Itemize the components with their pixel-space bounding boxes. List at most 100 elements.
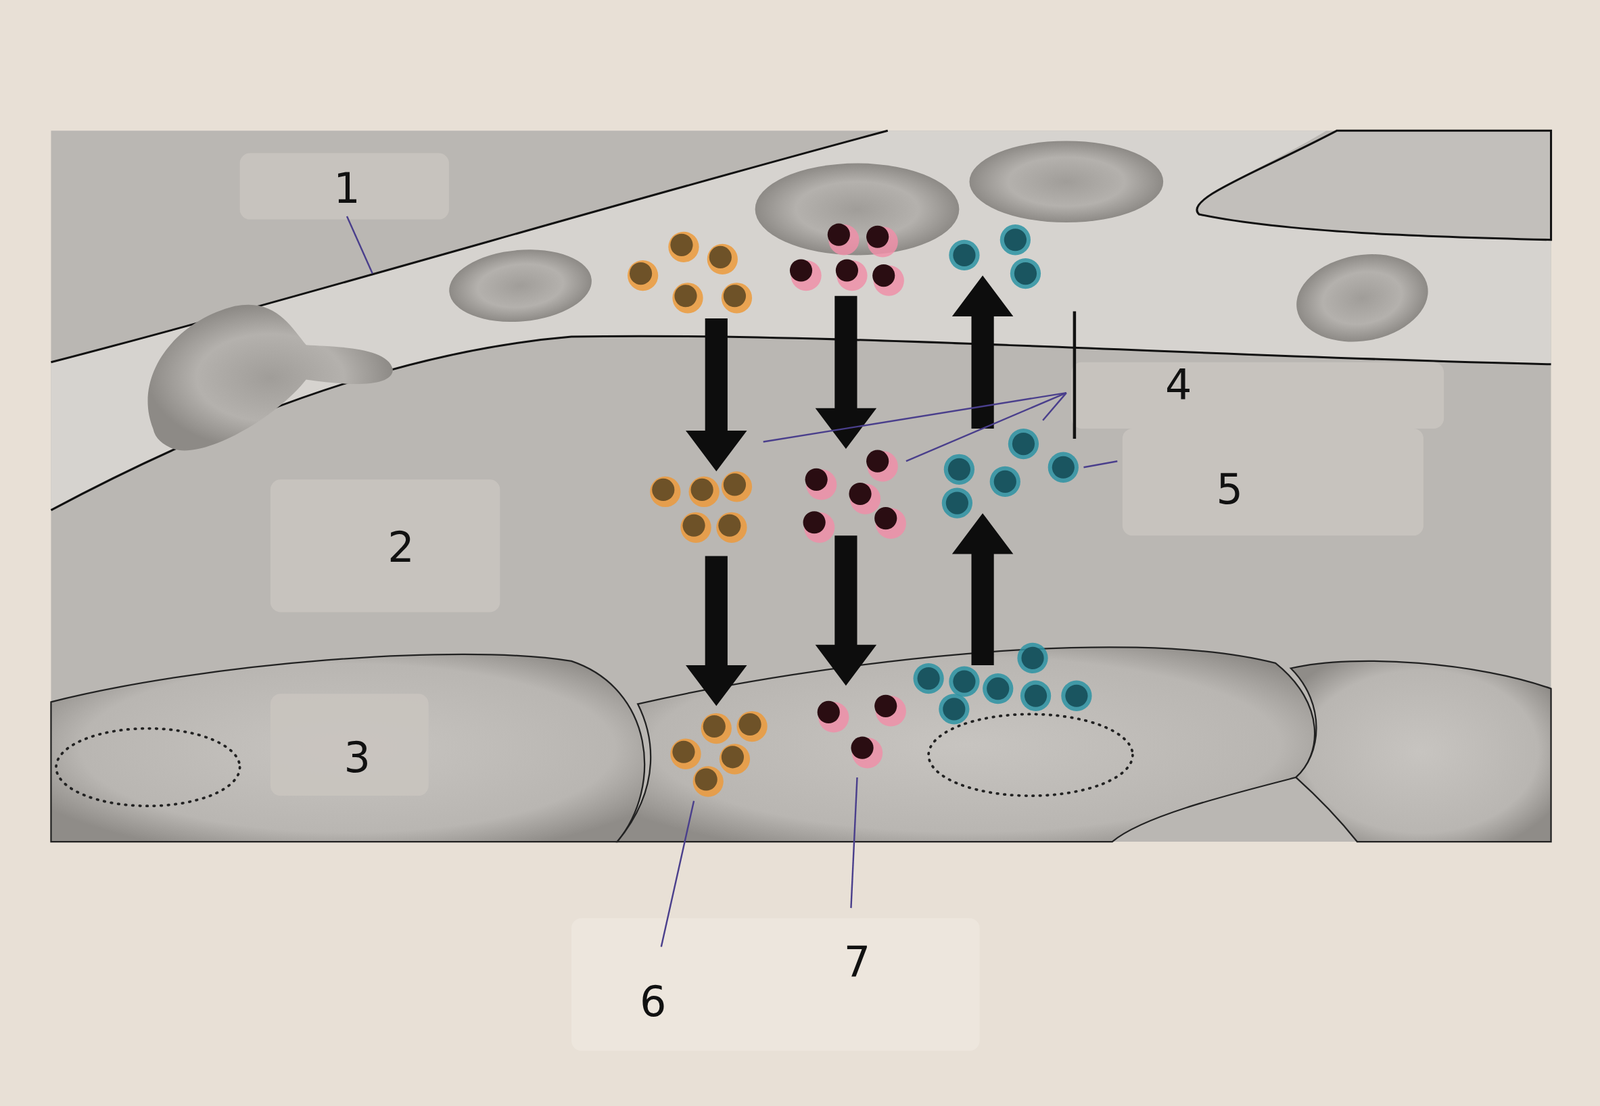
nutrient-particle <box>689 476 720 508</box>
oxygen-particle <box>789 259 813 282</box>
leader-line <box>906 392 1067 462</box>
nutrient-particle <box>721 282 752 314</box>
leader-line <box>1083 461 1118 468</box>
label-patch <box>571 918 980 1051</box>
waste-particle <box>948 458 971 481</box>
leader-line <box>346 216 373 274</box>
callout-number: 3 <box>343 737 370 780</box>
waste-particle <box>917 667 940 690</box>
waste-particle <box>942 697 966 721</box>
oxygen-particle <box>874 695 897 718</box>
label-patch <box>1071 362 1444 429</box>
waste-particle <box>946 491 969 514</box>
red-blood-cell <box>147 304 393 452</box>
tissue-ground <box>50 130 1551 842</box>
red-blood-cell <box>1289 244 1435 352</box>
nutrient-particle <box>682 514 705 537</box>
nutrient-particle <box>670 233 693 257</box>
nutrient-particle <box>649 476 681 508</box>
transport-arrow <box>815 296 878 450</box>
oxygen-particle <box>835 259 859 282</box>
waste-particle <box>1008 428 1039 460</box>
oxygen-particle <box>872 264 895 287</box>
waste-particle <box>952 670 976 694</box>
leader-line <box>1042 392 1067 421</box>
waste-particle <box>948 666 980 697</box>
label-patch <box>270 479 501 613</box>
callout-number: 4 <box>1165 364 1192 407</box>
waste-particle <box>994 470 1017 493</box>
nutrient-particle <box>701 713 732 744</box>
waste-particle <box>1020 680 1051 712</box>
nutrient-particle <box>629 262 652 285</box>
nutrient-particle <box>680 512 711 544</box>
label-patch <box>240 153 450 220</box>
waste-particle <box>1010 258 1041 289</box>
leader-line <box>763 392 1067 442</box>
oxygen-particle <box>803 511 826 534</box>
oxygen-particle <box>817 701 840 724</box>
transport-arrow <box>685 318 748 472</box>
nucleus <box>56 728 241 807</box>
waste-particle <box>942 487 973 519</box>
oxygen-particle <box>850 737 874 760</box>
label-patch <box>1122 428 1424 536</box>
waste-particle <box>1024 685 1047 708</box>
nutrient-particle <box>723 284 746 308</box>
nutrient-particle <box>651 478 675 502</box>
callout-number: 5 <box>1216 468 1243 511</box>
oxygen-particle <box>827 223 851 247</box>
nucleus <box>928 714 1133 796</box>
transport-arrow <box>685 556 748 707</box>
nutrient-particle <box>670 739 701 770</box>
waste-particle <box>1004 228 1027 251</box>
nutrient-particle <box>703 715 726 738</box>
waste-particle <box>982 673 1014 704</box>
waste-particle <box>1000 224 1031 255</box>
waste-particle <box>952 244 976 267</box>
leader-line <box>850 777 857 909</box>
nutrient-particle <box>709 246 732 269</box>
waste-particle <box>986 677 1009 700</box>
nutrient-particle <box>736 711 767 742</box>
red-blood-cell <box>755 163 960 256</box>
waste-particle <box>1014 262 1037 285</box>
waste-particle <box>1052 456 1075 479</box>
leader-line <box>661 801 694 948</box>
waste-particle <box>990 466 1021 498</box>
nutrient-particle <box>693 766 724 797</box>
oxygen-particle <box>874 507 897 530</box>
waste-particle <box>1012 432 1035 456</box>
nutrient-particle <box>716 512 747 544</box>
waste-particle <box>1021 647 1044 670</box>
callout-number: 1 <box>333 167 360 210</box>
waste-particle <box>1048 452 1079 483</box>
waste-particle <box>912 663 944 694</box>
nutrient-particle <box>668 231 699 263</box>
oxygen-particle <box>848 482 872 506</box>
nutrient-particle <box>721 471 752 502</box>
oxygen-particle <box>805 468 828 491</box>
nutrient-particle <box>691 478 714 502</box>
nutrient-particle <box>721 745 744 769</box>
transport-arrow <box>815 535 878 686</box>
callout-number: 7 <box>843 941 871 984</box>
nutrient-particle <box>723 473 746 496</box>
nutrient-particle <box>719 743 750 775</box>
transport-arrow <box>952 513 1014 666</box>
nutrient-particle <box>627 260 658 291</box>
capillary-wall <box>50 130 888 363</box>
endothelial-cell <box>1196 130 1552 240</box>
waste-particle <box>944 454 975 485</box>
waste-particle <box>938 693 970 725</box>
oxygen-particle <box>866 450 889 473</box>
nutrient-particle <box>738 713 761 736</box>
red-blood-cell <box>969 140 1164 223</box>
bracket <box>1073 311 1077 439</box>
tissue-cell <box>1290 661 1552 842</box>
callout-number: 2 <box>387 526 414 569</box>
nutrient-particle <box>695 768 718 791</box>
nutrient-particle <box>672 282 703 314</box>
waste-particle <box>1065 685 1088 708</box>
